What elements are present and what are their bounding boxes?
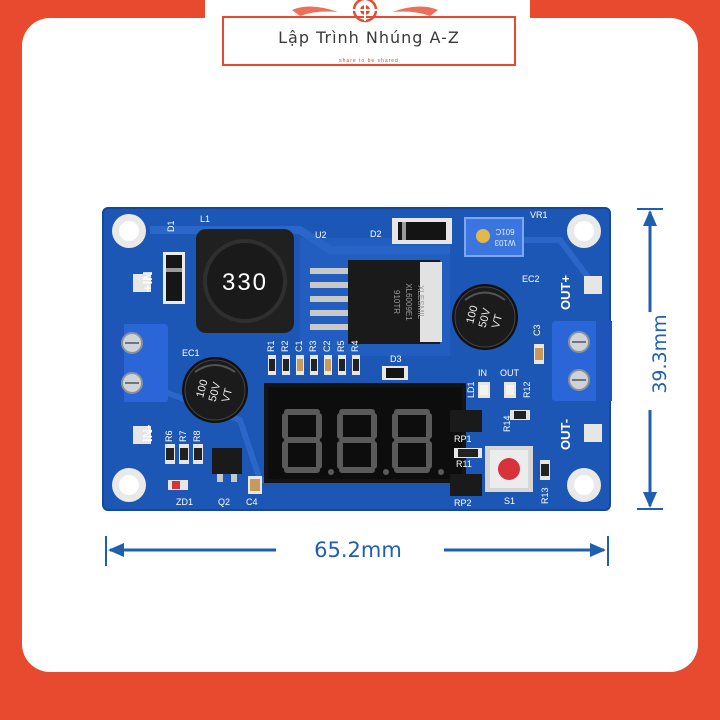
ec2-voltage: 50V bbox=[477, 306, 494, 329]
label-c2: C2 bbox=[322, 340, 332, 352]
potentiometer-vr1: W103 601C bbox=[464, 217, 524, 257]
label-input-minus: IN- bbox=[140, 425, 155, 442]
ic-marking-1: XLESMIL bbox=[416, 285, 425, 319]
ec2-series: VT bbox=[490, 313, 505, 330]
label-d1: D1 bbox=[166, 220, 176, 232]
label-rp1: RP1 bbox=[454, 434, 472, 444]
height-dimension bbox=[637, 208, 663, 510]
pot-marking-1: 601C bbox=[495, 227, 514, 236]
diode-d2 bbox=[392, 218, 452, 244]
inductor-code: 330 bbox=[222, 269, 268, 296]
label-r14: R14 bbox=[502, 415, 512, 432]
label-r3: R3 bbox=[308, 340, 318, 352]
diode-d3 bbox=[382, 366, 408, 380]
label-l1: L1 bbox=[200, 214, 210, 224]
ec1-value: 100 bbox=[194, 378, 210, 399]
label-r11: R11 bbox=[456, 459, 472, 469]
ec1-voltage: 50V bbox=[207, 380, 224, 403]
label-r1: R1 bbox=[266, 340, 276, 352]
width-dimension-label: 65.2mm bbox=[314, 538, 402, 562]
width-dimension bbox=[105, 536, 609, 566]
label-u2: U2 bbox=[315, 230, 327, 240]
ic-marking-0: XL6009E1 bbox=[404, 283, 413, 321]
leds bbox=[478, 382, 516, 398]
label-d3: D3 bbox=[390, 354, 402, 364]
label-rp2: RP2 bbox=[454, 498, 472, 508]
label-ec1: EC1 bbox=[182, 348, 200, 358]
label-r4: R4 bbox=[350, 340, 360, 352]
label-in: IN bbox=[478, 368, 487, 378]
solder-pads bbox=[133, 274, 602, 444]
brand-box bbox=[222, 16, 516, 66]
label-r6: R6 bbox=[164, 430, 174, 442]
label-output-plus: OUT+ bbox=[558, 275, 573, 310]
label-r2: R2 bbox=[280, 340, 290, 352]
label-q2: Q2 bbox=[218, 497, 230, 507]
smd-misc bbox=[165, 344, 550, 494]
inductor-l1: 330 bbox=[196, 229, 294, 333]
mounting-holes bbox=[112, 214, 601, 502]
label-r8: R8 bbox=[192, 430, 202, 442]
label-input-plus: +IN bbox=[140, 271, 155, 292]
label-out: OUT bbox=[500, 368, 520, 378]
capacitor-ec2: 100 50V VT bbox=[452, 284, 518, 350]
smd-row-top bbox=[268, 355, 360, 375]
pot-marking-0: W103 bbox=[494, 238, 515, 247]
ic-u2: XLESMIL XL6009E1 910TR bbox=[310, 260, 442, 344]
label-ld1: LD1 bbox=[466, 381, 476, 398]
label-c3: C3 bbox=[532, 324, 542, 336]
brand-subtitle: share to be shared bbox=[339, 58, 399, 64]
label-ec2: EC2 bbox=[522, 274, 540, 284]
brand-logo-icon bbox=[292, 0, 438, 23]
seven-segment-display bbox=[264, 383, 466, 483]
label-r5: R5 bbox=[336, 340, 346, 352]
label-output-minus: OUT- bbox=[558, 419, 573, 450]
label-r7: R7 bbox=[178, 430, 188, 442]
label-r13: R13 bbox=[540, 487, 550, 504]
label-d2: D2 bbox=[370, 229, 382, 239]
label-zd1: ZD1 bbox=[176, 497, 193, 507]
resistor-packs bbox=[450, 410, 482, 496]
capacitor-ec1: 100 50V VT bbox=[182, 357, 248, 423]
ic-marking-2: 910TR bbox=[392, 290, 401, 314]
diode-d1 bbox=[163, 252, 185, 304]
ec2-value: 100 bbox=[464, 304, 480, 325]
output-terminal-block bbox=[552, 321, 612, 401]
brand-title: Lập Trình Nhúng A-Z bbox=[278, 28, 460, 47]
push-button-s1 bbox=[485, 446, 533, 492]
input-terminal-block bbox=[108, 324, 168, 402]
label-r12: R12 bbox=[522, 381, 532, 398]
label-s1: S1 bbox=[504, 496, 515, 506]
label-vr1: VR1 bbox=[530, 210, 548, 220]
height-dimension-label: 39.3mm bbox=[649, 314, 671, 394]
ec1-series: VT bbox=[220, 387, 235, 404]
label-c1: C1 bbox=[294, 340, 304, 352]
label-c4: C4 bbox=[246, 497, 258, 507]
